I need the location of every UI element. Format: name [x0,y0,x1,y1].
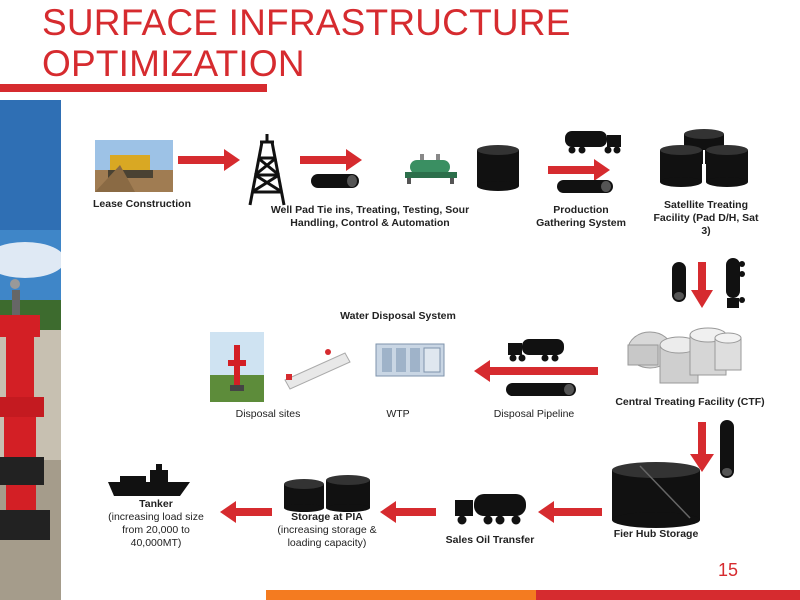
arrow-fier-sales [538,501,602,523]
pipe-segment-icon [284,349,351,390]
footer-bar-red [536,590,800,600]
wellhead-photo [0,100,61,600]
arrow-sales-storage [380,501,436,523]
pipe-icon [557,180,613,193]
label-satellite: Satellite Treating Facility (Pad D/H, Sa… [653,199,759,237]
derrick-icon [248,134,286,206]
tanker-truck-icon [455,494,526,525]
pipe-icon [672,262,686,302]
tanker-truck-icon [508,339,564,362]
pipe-icon [720,420,734,478]
arrow-production-satellite [548,159,610,181]
wtp-icon [375,343,445,377]
label-disposal-pipeline: Disposal Pipeline [493,408,575,420]
label-storage-pia: Storage at PIA [291,511,363,523]
tanker-truck-icon [726,258,745,308]
tanker-truck-icon [565,131,621,154]
bulldozer-photo [95,140,173,192]
label-lease-construction: Lease Construction [92,198,192,210]
label-tanker: Tanker [139,498,173,510]
arrow-satellite-ctf [691,262,713,308]
tank-cluster-icon [660,129,748,187]
title-line-2: OPTIMIZATION [42,43,305,84]
arrow-ctf-fier [690,422,714,472]
pipe-icon [311,174,359,188]
label-storage-sub: (increasing storage & loading capacity) [277,524,377,549]
title-line-1: SURFACE INFRASTRUCTURE [42,2,571,43]
disposal-rig-photo [210,332,264,402]
label-water-disposal: Water Disposal System [340,310,456,322]
storage-tank-icon [612,462,700,528]
label-ctf: Central Treating Facility (CTF) [615,396,765,408]
separator-icon [405,154,457,184]
label-wellpad: Well Pad Tie ins, Treating, Testing, Sou… [270,204,470,229]
ship-icon [108,464,190,496]
label-sales-oil: Sales Oil Transfer [445,534,535,546]
slide-number: 15 [718,560,739,580]
pipe-icon [506,383,576,396]
label-disposal-sites: Disposal sites [235,408,301,420]
footer-bar-orange [266,590,536,600]
label-wtp: WTP [386,408,410,420]
label-tanker-sub: (increasing load size from 20,000 to 40,… [108,511,204,549]
arrow-storage-tanker [220,501,272,523]
label-fier-hub: Fier Hub Storage [613,528,699,540]
label-production: Production Gathering System [536,204,626,229]
arrow-ctf-disposal [474,360,598,382]
title-underline-bar [0,84,267,92]
ctf-tanks-icon [627,327,742,384]
tank-icon [477,145,519,191]
tank-cluster-icon [284,475,370,512]
page-title: SURFACE INFRASTRUCTURE OPTIMIZATION [42,2,571,84]
arrow-lease-wellpad [178,149,240,171]
arrow-wellpad-sep [300,149,362,171]
